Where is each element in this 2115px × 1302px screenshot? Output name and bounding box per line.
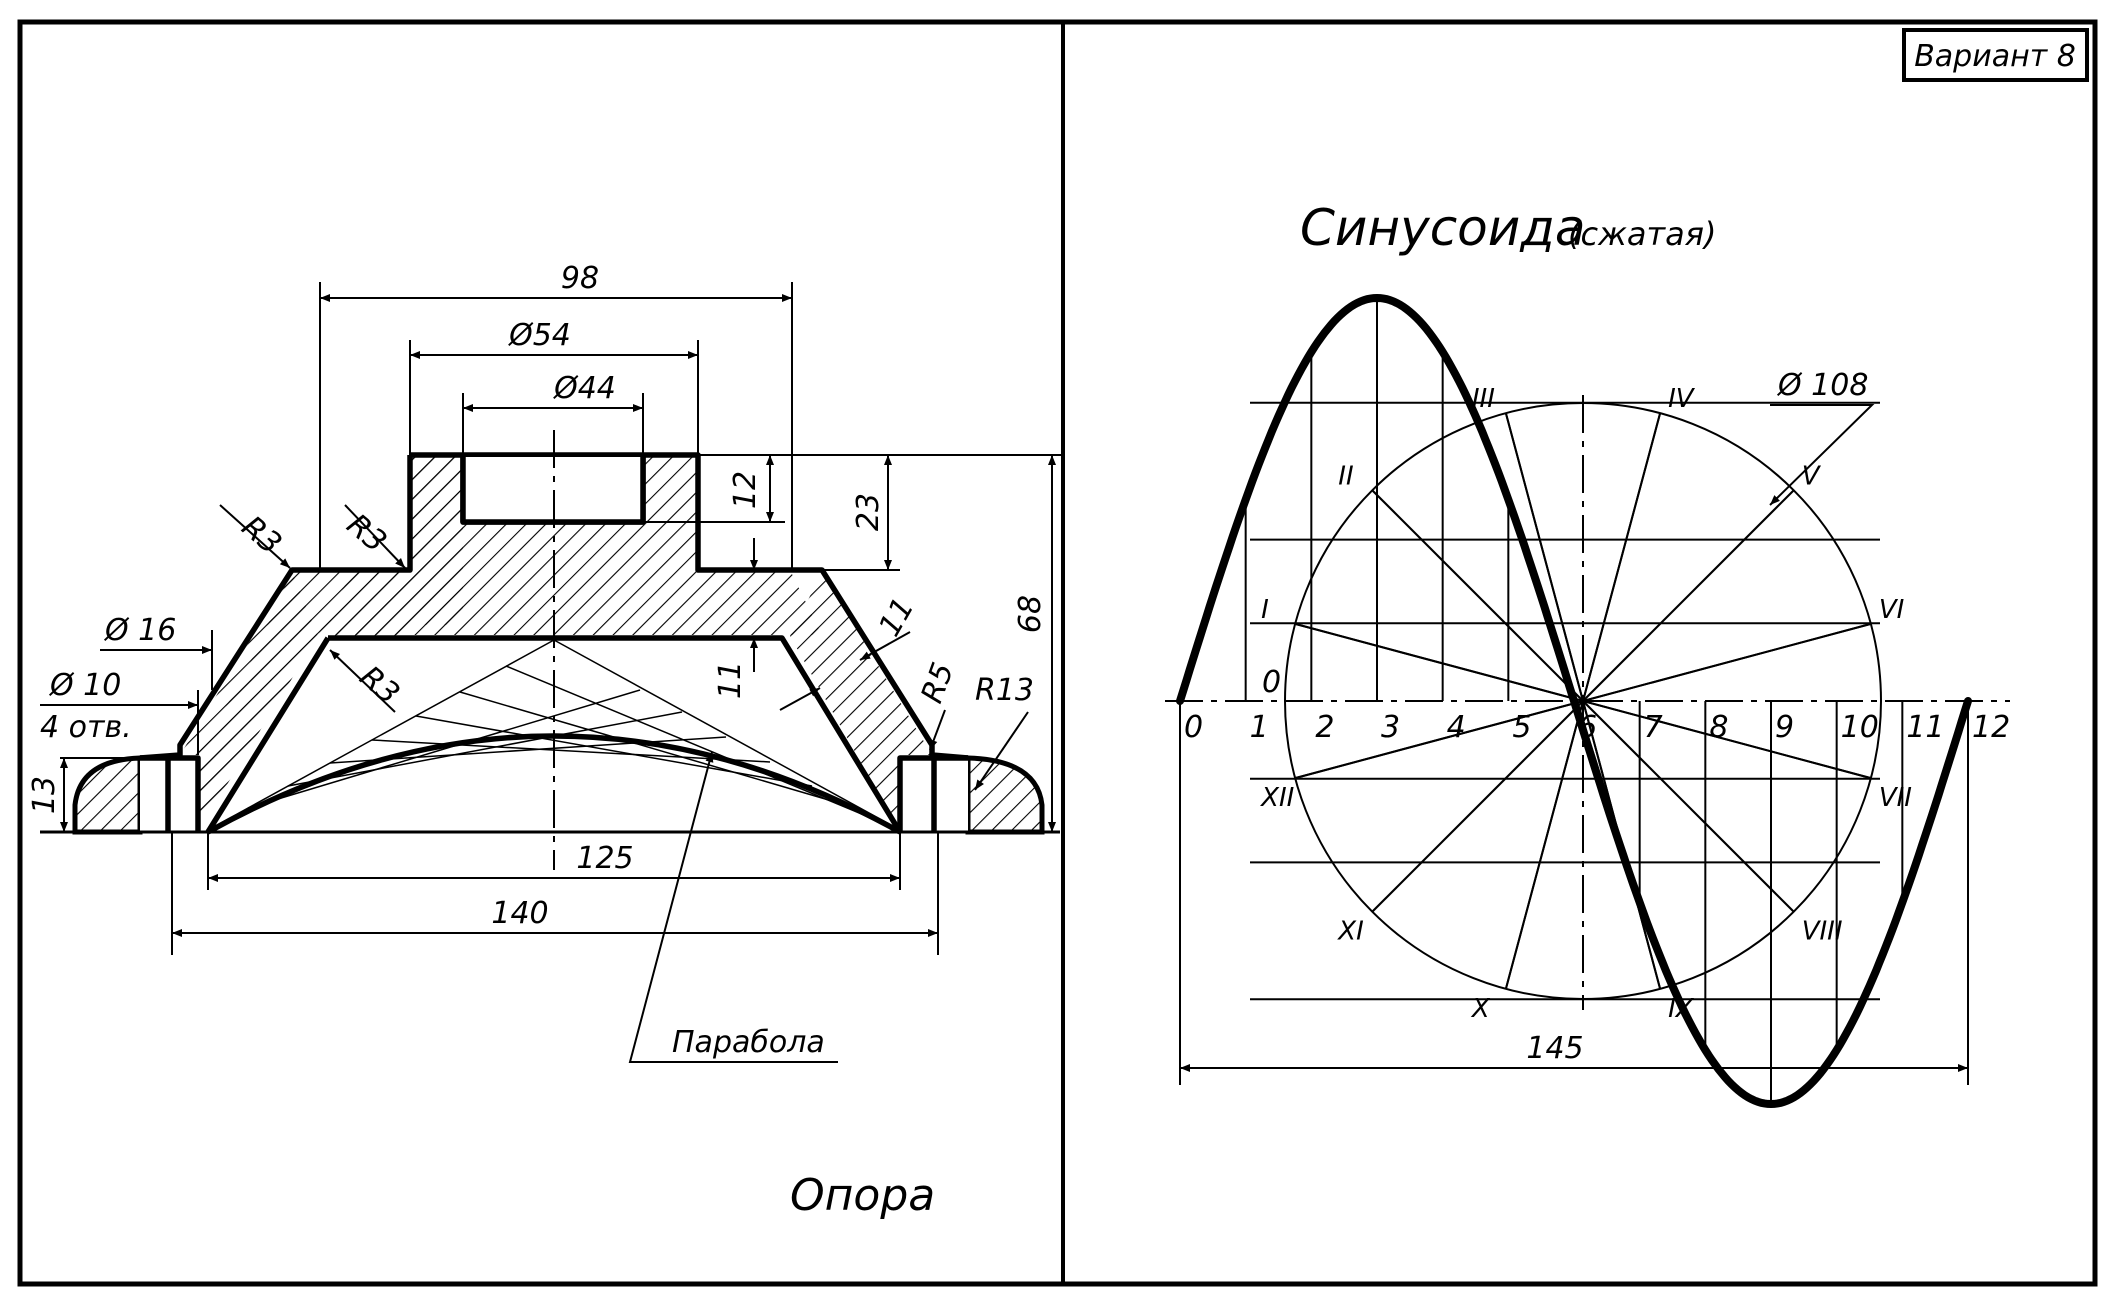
circle-point-label: VIII [1802,917,1843,947]
tick-label: 3 [1381,710,1400,745]
dim-11-vertical: 11 [713,661,748,699]
dim-68: 68 [1013,595,1048,633]
dim-98: 98 [561,261,599,296]
hole-right [897,755,968,832]
dim-r5: R5 [915,658,962,707]
tick-label: 11 [1906,710,1944,745]
support-caption: Опора [790,1170,935,1221]
dim-13: 13 [27,776,62,814]
dim-d10: Ø 10 [48,668,121,703]
dim-r3-top: R3 [340,507,393,559]
variant-box [1902,28,2089,82]
diameter-label: Ø 108 [1776,368,1868,403]
circle-point-label: IV [1668,384,1696,414]
tick-label: 0 [1184,710,1203,745]
circle-point-label: VII [1879,783,1912,813]
dim-r3-outer: R3 [235,509,288,561]
tick-label: 10 [1841,710,1879,745]
variant-label: Вариант 8 [1914,39,2076,74]
circle-point-label: II [1338,461,1353,491]
tick-label: 5 [1512,710,1531,745]
sinusoid-subtitle: (сжатая) [1568,215,1717,253]
circle-radius [1294,622,1872,780]
dim-d16: Ø 16 [103,613,176,648]
tick-label: 1 [1250,710,1269,745]
support-hatched-right-wall [790,572,932,832]
dim-11-inclined: 11 [872,592,921,643]
sheet-frame: Вариант 8 [17,19,2098,1287]
support-drawing: 98 Ø54 Ø44 12 23 68 11 11 125 140 13 Ø 1… [27,261,1065,1221]
circle-point-label: IX [1668,994,1695,1024]
support-flange-right [965,755,1045,835]
parabola-label: Парабола [672,1025,825,1060]
circle-point-label: XI [1336,917,1363,947]
dim-holes: 4 отв. [40,710,132,745]
support-flange-left [72,755,143,835]
circle-zero-label: 0 [1262,665,1281,700]
circle-construction [1250,401,1880,1001]
tick-label: 7 [1644,710,1663,745]
tick-label: 9 [1775,710,1794,745]
tick-label: 2 [1315,710,1334,745]
diameter-leader [1769,404,1875,506]
circle-point-label: I [1261,595,1269,625]
dim-12: 12 [728,471,763,509]
circle-point-label: V [1802,461,1822,491]
dim-d54: Ø54 [507,318,571,353]
dim-d44: Ø44 [552,371,616,406]
tick-label: 12 [1972,710,2010,745]
circle-point-label: III [1472,384,1495,414]
dim-125: 125 [576,841,633,876]
projection-lines [1244,298,1904,1104]
hole-left [140,755,201,832]
tick-label: 8 [1709,710,1728,745]
circle-point-label: X [1470,994,1491,1024]
circle-point-label: XII [1259,783,1294,813]
width-label: 145 [1526,1031,1583,1066]
dim-r13: R13 [975,673,1034,708]
dimension-lines [40,282,1065,1063]
sine-curve [1176,293,1972,1109]
tick-label: 4 [1447,710,1466,745]
sinusoid-title: Синусоида [1300,199,1585,257]
circle-point-label: VI [1879,595,1904,625]
support-hatched-left-wall [180,572,318,832]
tick-label: 6 [1578,710,1597,745]
dim-23: 23 [851,493,886,531]
dim-140: 140 [491,896,548,931]
